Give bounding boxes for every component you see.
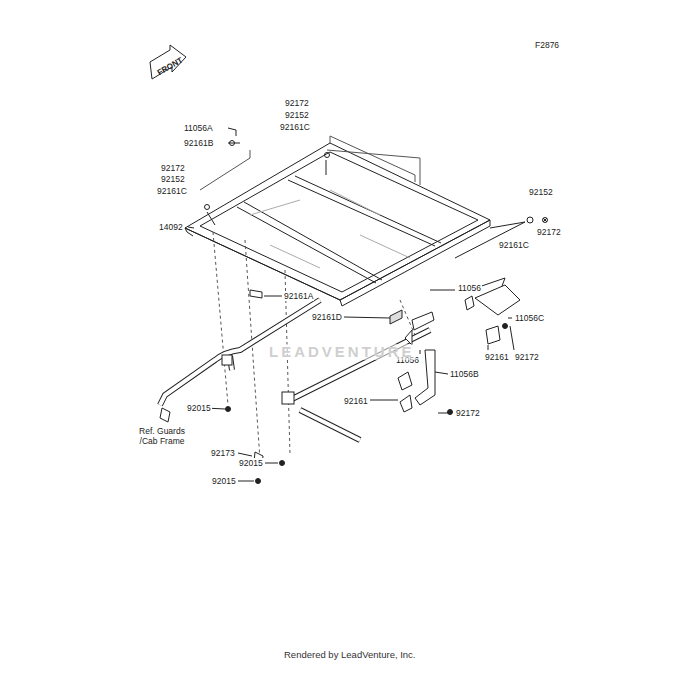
callout-number: 92172 bbox=[455, 408, 481, 418]
callout-number: 92161A bbox=[283, 291, 314, 301]
callout-number: 92161C bbox=[498, 240, 530, 250]
callout-number: 92152 bbox=[284, 110, 310, 120]
callout-number: 92173 bbox=[210, 448, 236, 458]
callout-number: 11056B bbox=[449, 369, 480, 379]
callout-number: 11056 bbox=[457, 283, 482, 293]
callout-number: 92161B bbox=[183, 138, 214, 148]
watermark: LEADVENTURE bbox=[268, 344, 416, 360]
reference-note: Ref. Guards /Cab Frame bbox=[132, 426, 192, 446]
callout-number: 92161C bbox=[279, 122, 311, 132]
callout-number: 92015 bbox=[211, 476, 237, 486]
callout-number: 92015 bbox=[238, 458, 264, 468]
callout-number: 92172 bbox=[160, 163, 186, 173]
callout-number: 92172 bbox=[514, 352, 540, 362]
callout-number: 92161 bbox=[343, 396, 369, 406]
callout-number: 92152 bbox=[160, 174, 186, 184]
callout-number: 14092 bbox=[158, 222, 184, 232]
callout-number: 92161D bbox=[311, 312, 343, 322]
footer-text: Rendered by LeadVenture, Inc. bbox=[283, 650, 417, 660]
figure-code: F2876 bbox=[534, 40, 560, 50]
callout-number: 92015 bbox=[186, 403, 212, 413]
callout-number: 92172 bbox=[536, 227, 562, 237]
callout-number: 11056A bbox=[183, 123, 214, 133]
callout-number: 92152 bbox=[528, 187, 554, 197]
callout-number: 11056C bbox=[514, 313, 545, 323]
callout-number: 92161 bbox=[484, 352, 510, 362]
callout-number: 92172 bbox=[284, 98, 310, 108]
callout-number: 92161C bbox=[156, 186, 188, 196]
